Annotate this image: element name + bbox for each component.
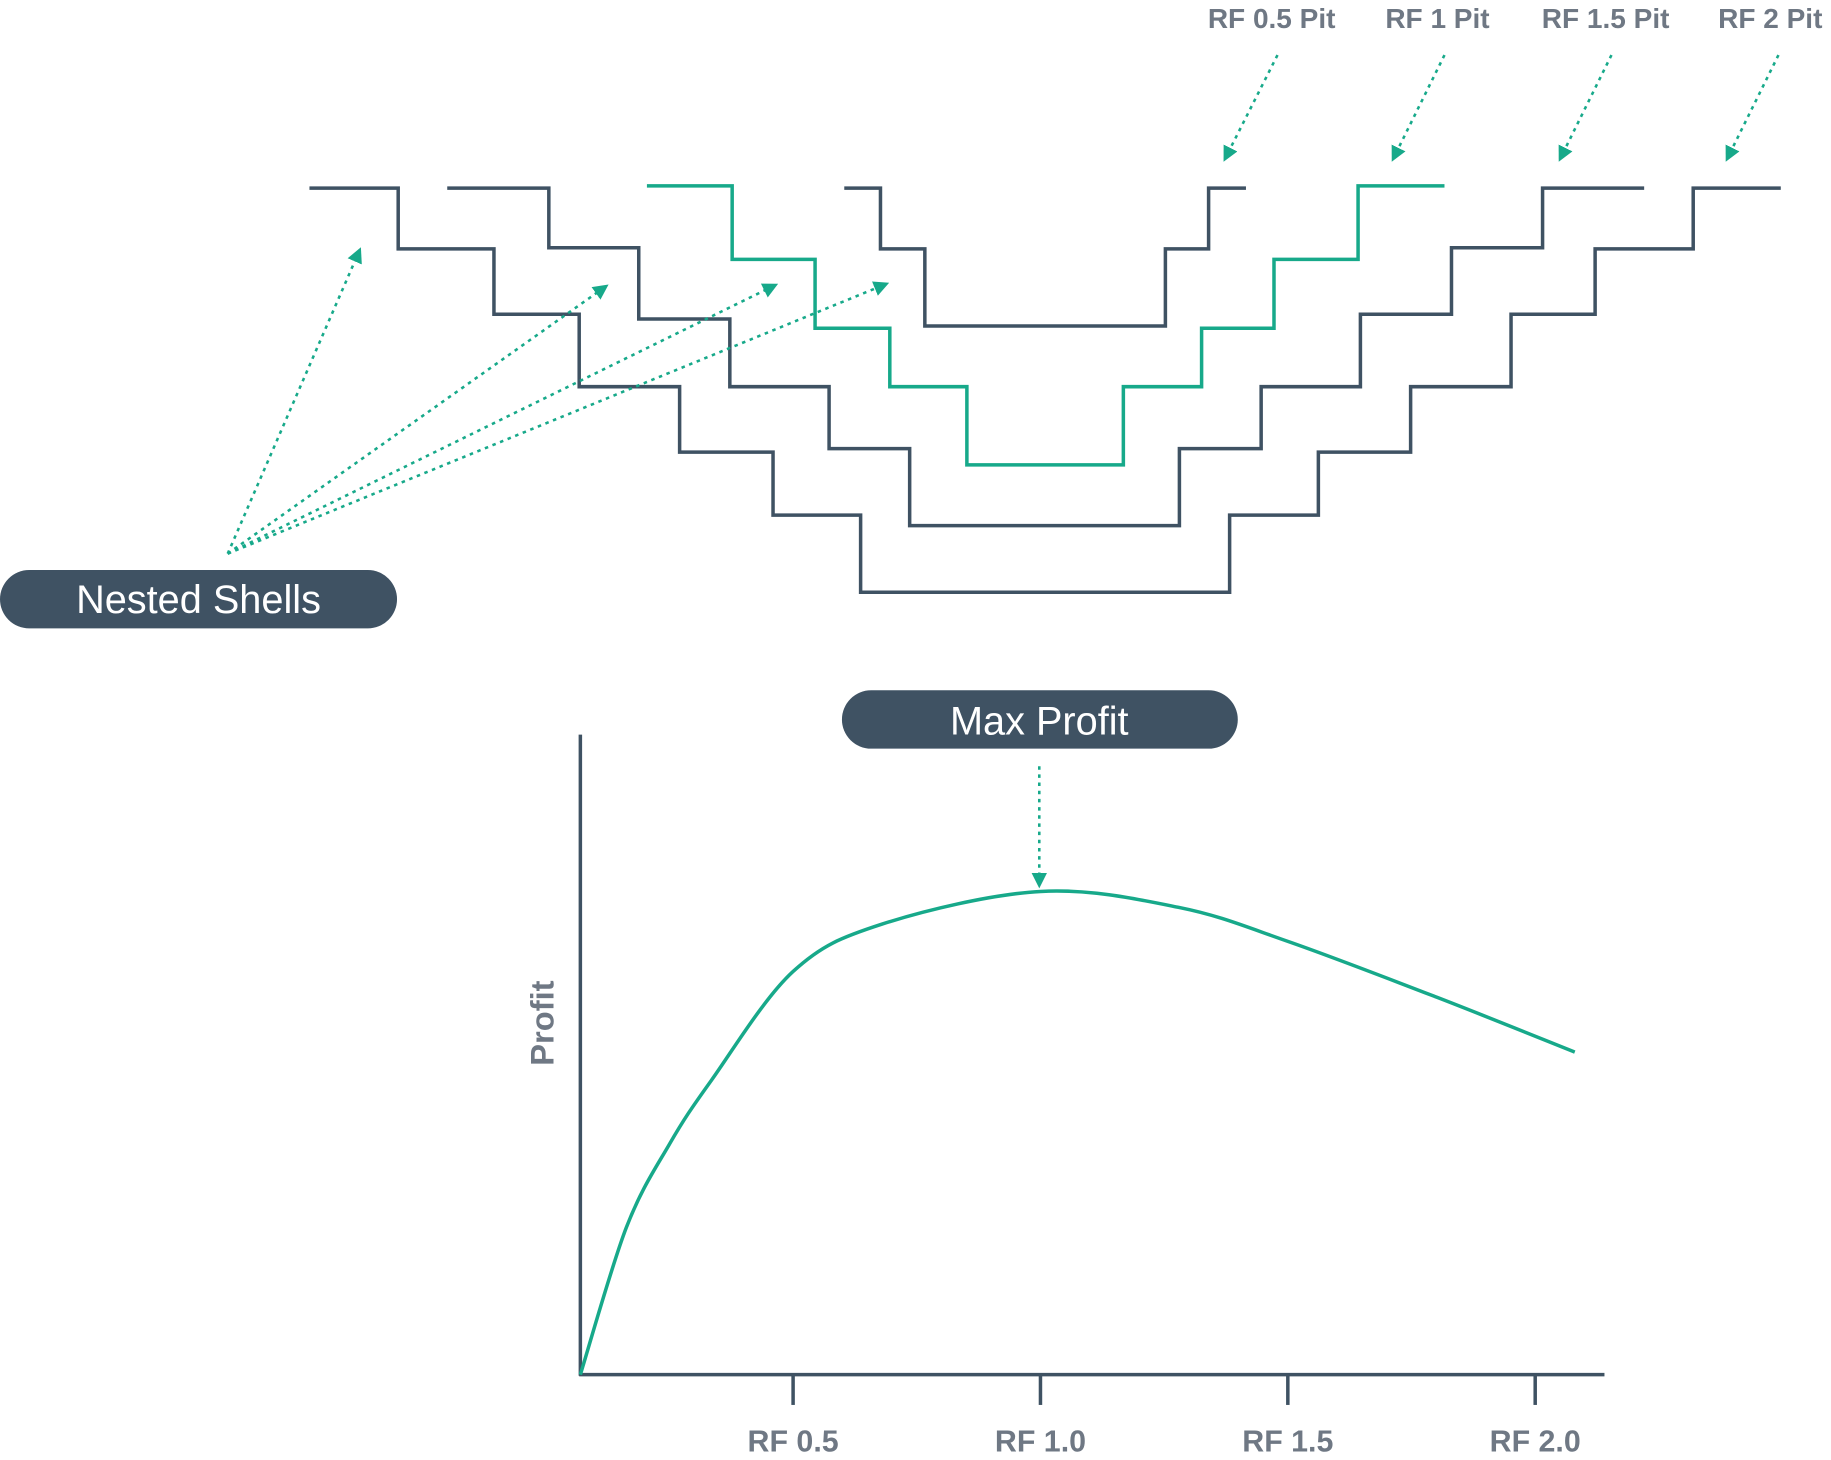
- pit-arrow-rf-2: [1725, 54, 1780, 162]
- max-profit-label: Max Profit: [950, 700, 1129, 744]
- pit-arrow-rf-1-5: [1558, 54, 1613, 162]
- nested-shells-label: Nested Shells: [76, 578, 321, 622]
- x-tick-label: RF 2.0: [1490, 1426, 1581, 1459]
- pit-label-rf-2: RF 2 Pit: [1718, 3, 1822, 34]
- shell-rf-1: [646, 184, 1445, 467]
- shell-rf-2: [309, 186, 1781, 594]
- shell-rf-1-5: [447, 186, 1645, 528]
- nested-shells-badge: Nested Shells: [0, 570, 398, 629]
- x-tick-label: RF 1.5: [1242, 1426, 1333, 1459]
- shell-rf-0-5: [844, 186, 1246, 328]
- pit-arrow-rf-0-5: [1223, 54, 1279, 162]
- nested-arrow-1: [226, 247, 362, 555]
- profit-curve: [578, 889, 1576, 1376]
- nested-arrow-4: [227, 281, 890, 555]
- profit-chart: Profit RF 0.5 RF 1.0 RF 1.5 RF 2.0: [524, 734, 1605, 1459]
- pit-label-rf-1: RF 1 Pit: [1385, 3, 1489, 34]
- pit-label-rf-1-5: RF 1.5 Pit: [1542, 3, 1670, 34]
- nested-arrow-2: [226, 284, 609, 555]
- pit-label-rf-0-5: RF 0.5 Pit: [1208, 3, 1336, 34]
- y-axis-label: Profit: [524, 980, 561, 1065]
- pit-arrow-rf-1: [1391, 54, 1446, 162]
- x-tick-label: RF 1.0: [995, 1426, 1086, 1459]
- max-profit-badge: Max Profit: [841, 690, 1238, 749]
- x-tick-label: RF 0.5: [748, 1426, 839, 1459]
- nested-arrow-3: [227, 283, 779, 555]
